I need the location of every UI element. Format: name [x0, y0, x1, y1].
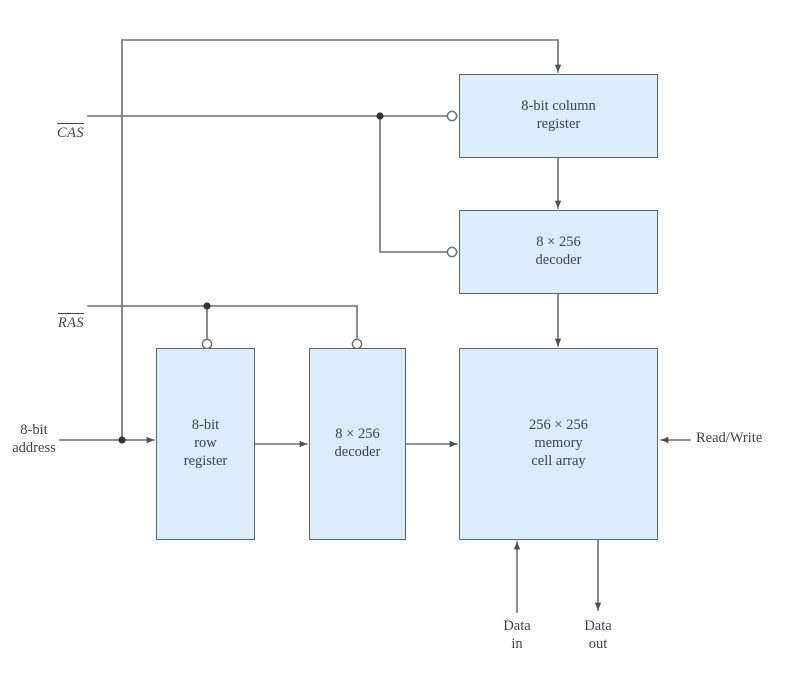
block-memory-cell-array[interactable]: 256 × 256 memory cell array — [459, 348, 658, 540]
bubble-icon-column-decoder — [446, 246, 458, 258]
block-column-register[interactable]: 8-bit column register — [459, 74, 658, 158]
signal-label-data-in: Data in — [503, 618, 531, 652]
block-column-decoder[interactable]: 8 × 256 decoder — [459, 210, 658, 294]
junction-dots — [118, 112, 384, 444]
junction-dot-cas — [376, 112, 384, 120]
signal-label-ras: RAS — [18, 295, 84, 332]
block-row-decoder[interactable]: 8 × 256 decoder — [309, 348, 406, 540]
block-memory-cell-array-label: 256 × 256 memory cell array — [529, 417, 588, 469]
block-column-decoder-label: 8 × 256 decoder — [535, 234, 582, 268]
block-row-register-label: 8-bit row register — [183, 417, 228, 469]
block-row-register[interactable]: 8-bit row register — [156, 348, 255, 540]
signal-label-cas: CAS — [18, 105, 84, 142]
block-row-decoder-label: 8 × 256 decoder — [334, 426, 381, 460]
signal-label-address: 8-bit address — [12, 422, 56, 456]
signal-label-data-out: Data out — [584, 618, 612, 652]
wire-cas-to-column-decoder — [379, 115, 458, 253]
signal-label-read-write: Read/Write — [696, 430, 763, 446]
bubble-icon-column-register — [446, 110, 458, 122]
signal-label-cas-text: CAS — [57, 122, 84, 141]
wire-address-to-column-register — [121, 39, 562, 73]
signal-label-ras-text: RAS — [57, 312, 84, 331]
block-column-register-label: 8-bit column register — [521, 98, 596, 132]
junction-dot-ras — [203, 302, 211, 310]
junction-dot-address — [118, 436, 126, 444]
inversion-bubbles — [201, 110, 458, 350]
